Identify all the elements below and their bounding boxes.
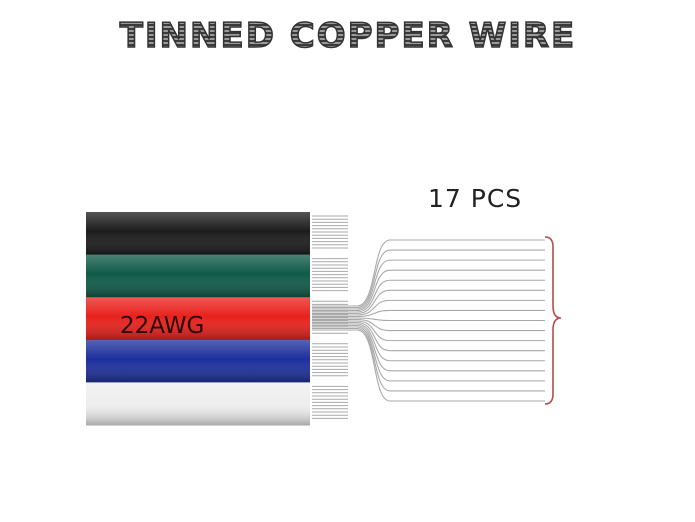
fanned-strand-2 xyxy=(312,249,545,309)
wire-gauge-label: 22AWG xyxy=(120,313,204,339)
fanned-strand-13 xyxy=(312,323,545,362)
insulated-conductors xyxy=(86,212,310,426)
fanned-strand-14 xyxy=(312,324,545,372)
conductor-1-shading xyxy=(86,212,310,256)
fanned-strand-7 xyxy=(312,299,545,316)
fanned-strand-11 xyxy=(312,320,545,342)
page-title: TINNED COPPER WIRE xyxy=(119,16,576,56)
product-title-banner: TINNED COPPER WIRE xyxy=(0,12,695,56)
product-title-graphic: TINNED COPPER WIRE xyxy=(118,15,576,56)
strand-count-label: 17 PCS xyxy=(428,184,523,213)
strand-group-brace xyxy=(544,236,562,405)
fanned-strand-5 xyxy=(312,279,545,313)
fanned-strand-16 xyxy=(312,327,545,392)
fanned-strand-10 xyxy=(312,318,545,332)
fanned-strands xyxy=(312,239,545,402)
fanned-strand-9 xyxy=(312,317,545,322)
conductor-2-shading xyxy=(86,254,310,298)
fanned-strand-4 xyxy=(312,269,545,312)
exposed-strand-stubs xyxy=(312,215,348,419)
fanned-strand-1 xyxy=(312,239,545,307)
fanned-strand-17 xyxy=(312,329,545,402)
fanned-strand-12 xyxy=(312,321,545,352)
fanned-strand-8 xyxy=(312,309,545,318)
fanned-strand-3 xyxy=(312,259,545,310)
conductor-5-shading xyxy=(86,382,310,426)
fanned-strand-6 xyxy=(312,289,545,315)
conductor-3-shading xyxy=(86,297,310,341)
conductor-4-shading xyxy=(86,339,310,383)
fanned-strand-15 xyxy=(312,326,545,382)
